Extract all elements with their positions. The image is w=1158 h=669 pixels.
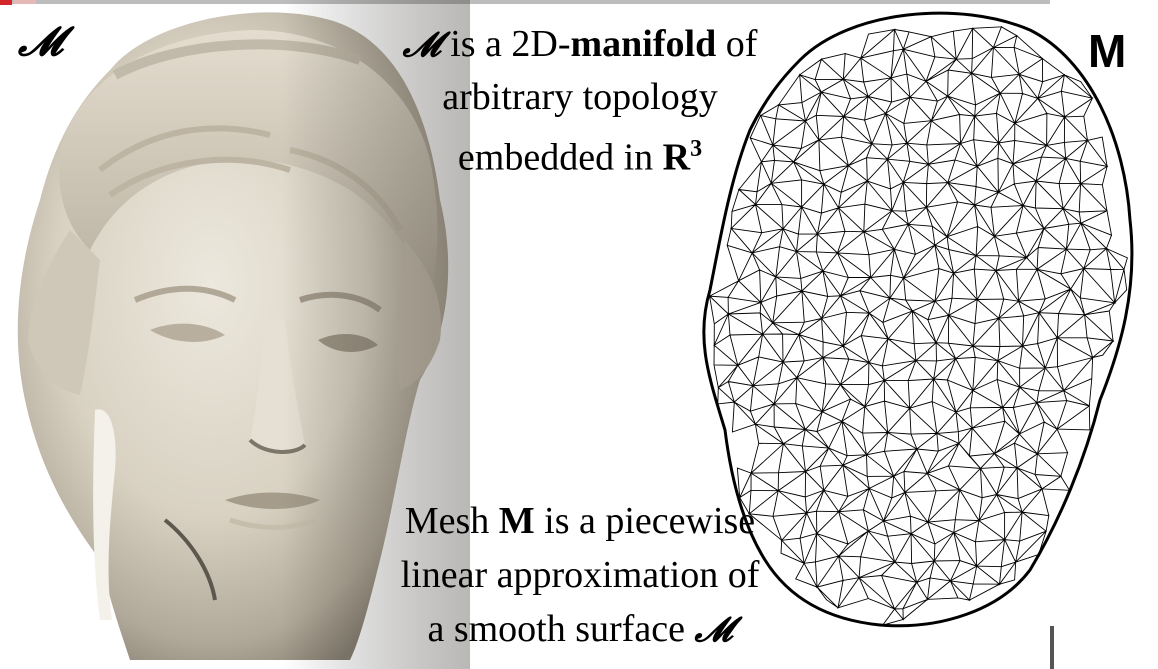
- mesh-triangles: [707, 26, 1128, 626]
- mesh-label: M: [1088, 25, 1127, 77]
- divider-tick: [1050, 626, 1054, 669]
- mesh-line-3: a smooth surface 𝓜: [427, 608, 733, 650]
- triangle-mesh-head-image: [702, 11, 1134, 628]
- mesh-line-2: linear approximation of: [400, 554, 760, 596]
- smooth-surface-bust-image: [0, 0, 470, 669]
- top-rule: [0, 0, 1050, 4]
- manifold-description: 𝓜 is a 2D-manifold of arbitrary topology…: [380, 18, 780, 184]
- mesh-description: Mesh M is a piecewise linear approximati…: [380, 494, 780, 657]
- manifold-line-2: arbitrary topology: [442, 76, 718, 118]
- manifold-line-1: 𝓜 is a 2D-manifold of: [402, 23, 758, 65]
- manifold-line-3: embedded in R3: [457, 136, 703, 179]
- smooth-surface-label: 𝓜: [18, 18, 63, 65]
- mesh-line-1: Mesh M is a piecewise: [404, 500, 756, 542]
